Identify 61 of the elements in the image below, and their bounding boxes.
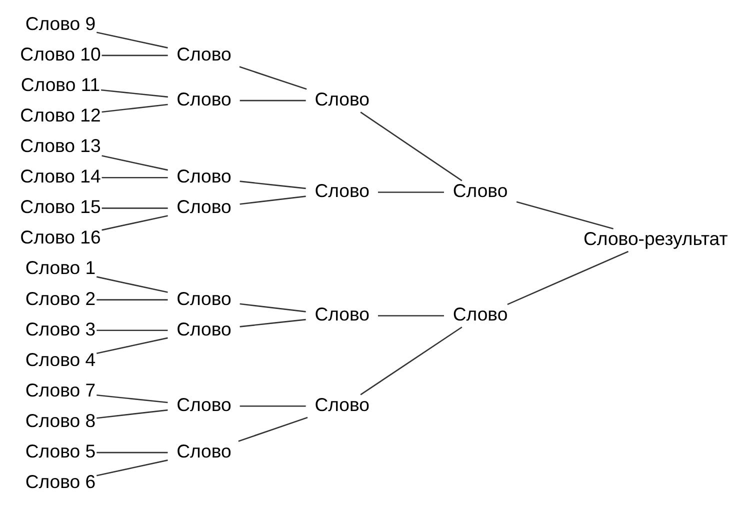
node-text: Слово 6 <box>25 471 96 492</box>
node-text: Слово <box>452 180 508 202</box>
connector <box>96 394 168 404</box>
node-text: Слово 15 <box>20 196 101 218</box>
connector <box>102 176 168 178</box>
connector <box>96 460 168 476</box>
node-text: Слово <box>176 166 232 187</box>
connector <box>96 299 168 300</box>
connector <box>378 315 444 316</box>
node-text: Слово <box>176 318 232 340</box>
connector <box>516 201 614 230</box>
node-text: Слово <box>314 180 370 202</box>
node-text: Слово 1 <box>25 257 96 278</box>
connector <box>240 196 306 205</box>
node-text: Слово <box>176 394 232 416</box>
node-text: Слово 7 <box>25 379 96 400</box>
connector <box>378 192 444 193</box>
connector <box>240 303 306 312</box>
node-text: Слово 13 <box>20 134 101 156</box>
connector <box>96 337 168 354</box>
node-text: Слово 16 <box>20 226 101 248</box>
node-text: Слово 5 <box>25 440 96 462</box>
connector <box>102 208 168 209</box>
node-text: Слово 11 <box>20 74 100 95</box>
connector <box>240 100 306 102</box>
node-text: Слово 3 <box>25 318 96 340</box>
connector <box>240 180 306 190</box>
connector <box>238 416 308 442</box>
connector <box>102 104 168 113</box>
node-text: Слово <box>452 304 508 325</box>
node-text: Слово <box>176 196 232 218</box>
connector <box>239 66 307 90</box>
node-text: Слово 12 <box>20 104 101 126</box>
node-text: Слово 4 <box>25 348 96 370</box>
node-text: Слово <box>176 88 232 110</box>
connector <box>360 112 462 182</box>
connector <box>96 32 168 48</box>
node-text: Слово <box>314 304 370 325</box>
node-text: Слово 10 <box>20 43 101 64</box>
connector <box>102 155 168 171</box>
connector <box>96 409 168 419</box>
node-text: Слово <box>176 288 232 309</box>
connector <box>507 250 629 306</box>
node-text: Слово <box>176 440 232 462</box>
node-text: Слово 9 <box>25 12 96 34</box>
connector <box>240 318 306 328</box>
node-text: Слово <box>314 88 370 110</box>
node-text: Слово <box>176 43 232 64</box>
connector <box>240 405 306 407</box>
node-text: Слово <box>314 394 370 416</box>
connector <box>360 326 462 396</box>
node-text: Слово 2 <box>25 288 96 309</box>
node-text: Слово-результат <box>584 228 728 249</box>
connector <box>96 452 168 454</box>
connector <box>96 330 168 332</box>
node-text: Слово 14 <box>20 166 101 187</box>
node-text: Слово 8 <box>25 410 96 431</box>
connector <box>100 89 168 98</box>
connector <box>96 276 168 293</box>
connector <box>102 54 168 56</box>
connector <box>102 215 168 231</box>
